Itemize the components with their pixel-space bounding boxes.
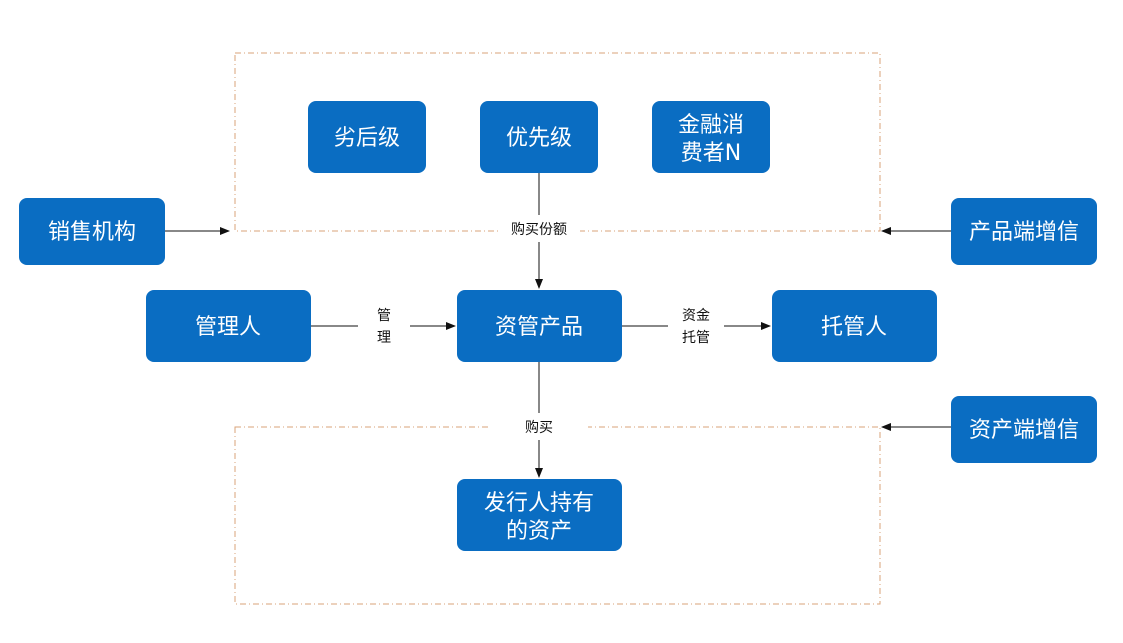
edge-label-buy: 购买: [525, 420, 553, 436]
edge-label-buy-shares: 购买份额: [511, 222, 567, 238]
node-consumer-label-2: 费者N: [681, 141, 741, 166]
node-consumer-label-1: 金融消: [678, 113, 744, 138]
node-issuer-assets-label-2: 的资产: [506, 519, 572, 544]
node-issuer-assets: 发行人持有 的资产: [457, 479, 622, 551]
node-subordinate-label: 劣后级: [334, 126, 400, 151]
edge-label-custody-2: 托管: [682, 330, 710, 346]
node-product-credit: 产品端增信: [951, 198, 1097, 265]
node-issuer-assets-label-1: 发行人持有: [484, 491, 594, 516]
node-sales-label: 销售机构: [48, 220, 136, 245]
node-subordinate: 劣后级: [308, 101, 426, 173]
node-custodian-label: 托管人: [821, 315, 887, 340]
node-asset-credit-label: 资产端增信: [969, 418, 1079, 443]
node-sales: 销售机构: [19, 198, 165, 265]
node-priority: 优先级: [480, 101, 598, 173]
node-asset-product-label: 资管产品: [495, 315, 583, 340]
node-custodian: 托管人: [772, 290, 937, 362]
edge-label-custody-1: 资金: [682, 308, 710, 324]
edge-label-manage-1: 管: [377, 308, 391, 324]
node-product-credit-label: 产品端增信: [969, 220, 1079, 245]
asset-group-box: [234, 426, 881, 605]
edge-label-manage-2: 理: [377, 330, 391, 346]
node-asset-product: 资管产品: [457, 290, 622, 362]
node-manager-label: 管理人: [195, 315, 261, 340]
node-manager: 管理人: [146, 290, 311, 362]
node-consumer: 金融消 费者N: [652, 101, 770, 173]
node-asset-credit: 资产端增信: [951, 396, 1097, 463]
node-priority-label: 优先级: [506, 126, 572, 151]
